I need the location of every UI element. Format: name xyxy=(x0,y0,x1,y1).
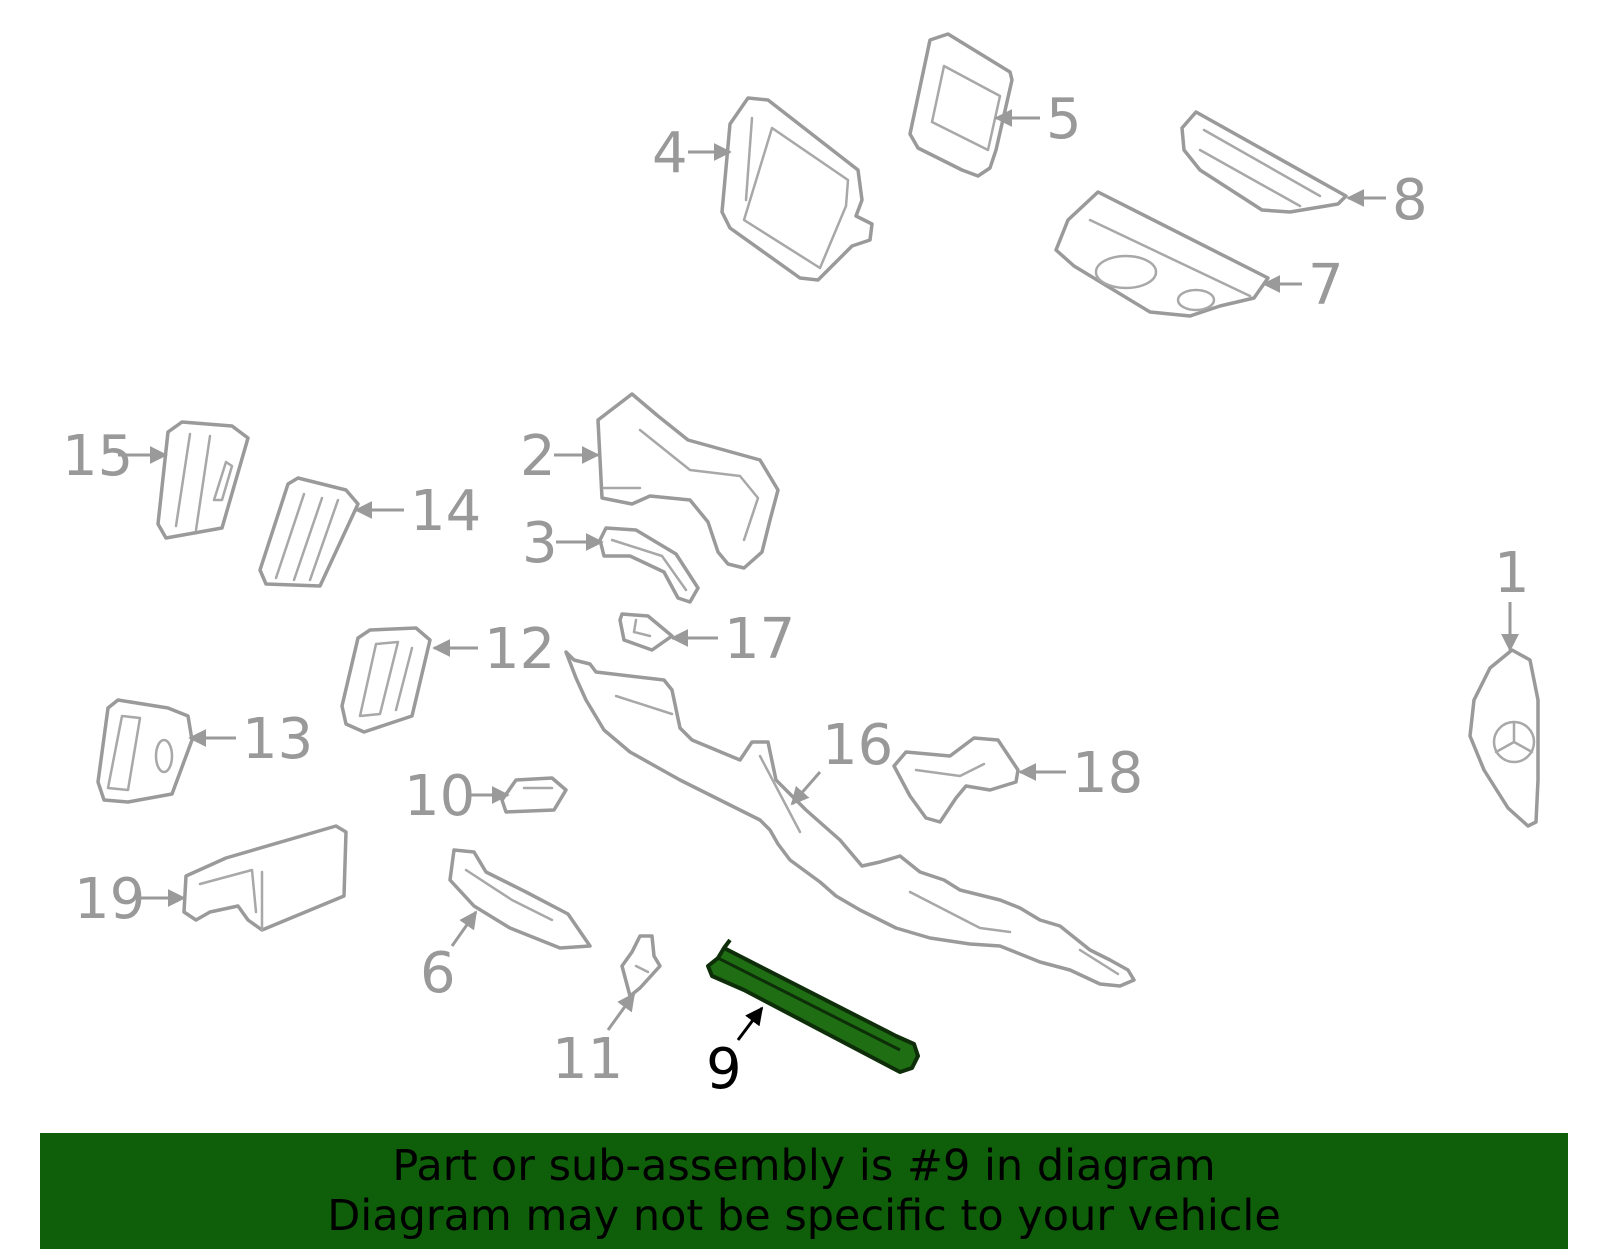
callout-8: 8 xyxy=(1392,168,1428,233)
callout-9: 9 xyxy=(706,1037,742,1102)
callout-12: 12 xyxy=(484,617,555,682)
callout-5: 5 xyxy=(1046,87,1082,152)
part-11-small-bracket[interactable] xyxy=(620,934,662,998)
callout-17: 17 xyxy=(724,607,795,672)
part-4-display[interactable] xyxy=(720,96,874,282)
part-2-column-trim[interactable] xyxy=(596,392,780,570)
part-13-air-vent[interactable] xyxy=(96,698,194,804)
part-9-trim-strip-highlighted[interactable] xyxy=(706,938,920,1074)
callout-2: 2 xyxy=(520,424,556,489)
part-5-bracket[interactable] xyxy=(908,32,1014,178)
callout-1: 1 xyxy=(1494,541,1530,606)
callout-16: 16 xyxy=(822,713,893,778)
callout-6: 6 xyxy=(420,941,456,1006)
callout-7: 7 xyxy=(1308,253,1344,318)
banner-line-2: Diagram may not be specific to your vehi… xyxy=(327,1191,1281,1241)
callout-13: 13 xyxy=(242,707,313,772)
callout-14: 14 xyxy=(410,479,481,544)
info-banner: Part or sub-assembly is #9 in diagram Di… xyxy=(40,1133,1568,1249)
part-8-cover-panel[interactable] xyxy=(1180,110,1348,214)
callout-11: 11 xyxy=(552,1027,623,1092)
part-14-air-vent[interactable] xyxy=(258,476,360,588)
callout-19: 19 xyxy=(74,867,145,932)
part-15-air-vent[interactable] xyxy=(156,420,250,540)
part-19-storage-tray[interactable] xyxy=(182,824,348,932)
callout-18: 18 xyxy=(1072,741,1143,806)
part-16-dash-carrier[interactable] xyxy=(564,650,1136,988)
part-10-clip[interactable] xyxy=(500,776,568,814)
part-1-emblem-cover[interactable] xyxy=(1468,648,1540,828)
callout-4: 4 xyxy=(652,121,688,186)
part-17-clip[interactable] xyxy=(618,612,674,652)
callout-10: 10 xyxy=(404,764,475,829)
callout-3: 3 xyxy=(522,511,558,576)
banner-line-1: Part or sub-assembly is #9 in diagram xyxy=(392,1141,1216,1191)
part-7-control-panel[interactable] xyxy=(1054,190,1270,318)
part-3-trim-strip[interactable] xyxy=(598,526,700,604)
part-6-trim-strip[interactable] xyxy=(448,848,592,950)
part-12-air-vent[interactable] xyxy=(340,626,432,734)
part-18-bracket[interactable] xyxy=(892,736,1020,824)
